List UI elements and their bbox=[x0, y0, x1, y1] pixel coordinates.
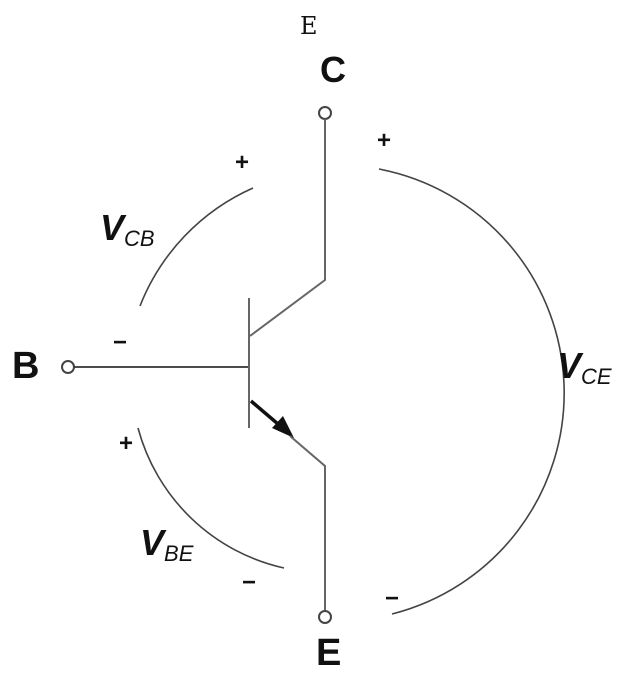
emitter-arrow-icon bbox=[272, 416, 294, 438]
vcb-plus: + bbox=[235, 149, 249, 176]
vbe-label: VBE bbox=[140, 522, 194, 566]
base-terminal bbox=[61, 360, 75, 374]
vbe-arc bbox=[137, 427, 285, 569]
vcb-arc bbox=[139, 187, 254, 307]
vbe-minus: − bbox=[242, 569, 256, 596]
base-label: B bbox=[12, 345, 39, 387]
collector-lead bbox=[249, 119, 326, 337]
emitter-lead bbox=[289, 435, 326, 611]
vbe-plus: + bbox=[119, 430, 133, 457]
vce-arc bbox=[378, 168, 565, 615]
collector-terminal bbox=[318, 106, 332, 120]
collector-label: C bbox=[320, 49, 346, 90]
vce-label: VCE bbox=[557, 345, 612, 389]
emitter-terminal bbox=[318, 610, 332, 624]
vce-minus: − bbox=[385, 585, 399, 612]
emitter-label: E bbox=[316, 632, 341, 674]
vce-plus: + bbox=[377, 127, 391, 154]
top-title: E bbox=[300, 12, 318, 40]
vcb-minus: − bbox=[113, 329, 127, 356]
vcb-label: VCB bbox=[100, 207, 155, 251]
